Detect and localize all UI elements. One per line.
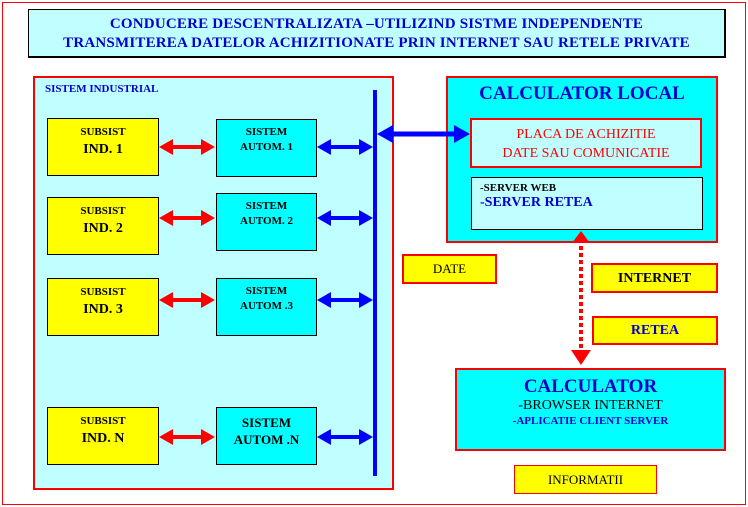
remote-computer-box: CALCULATOR -BROWSER INTERNET -APLICATIE … [455, 368, 726, 451]
subsystem-label: SUBSIST [80, 286, 126, 298]
browser-label: -BROWSER INTERNET [518, 398, 663, 413]
subsystem-block-3: SUBSIST IND. 3 [47, 278, 159, 336]
network-label: RETEA [592, 316, 718, 345]
automation-label: SISTEM [245, 200, 288, 212]
automation-block-3: SISTEM AUTOM .3 [216, 278, 317, 336]
automation-id: AUTOM .N [233, 432, 300, 447]
title-line-2: TRANSMITEREA DATELOR ACHIZITIONATE PRIN … [63, 35, 690, 51]
automation-id: AUTOM. 1 [240, 141, 293, 153]
subsystem-id: IND. 3 [83, 302, 123, 317]
server-network-label: -SERVER RETEA [480, 195, 593, 210]
automation-id: AUTOM .3 [240, 300, 293, 312]
information-label: INFORMATII [514, 465, 657, 494]
title-line-1: CONDUCERE DESCENTRALIZATA –UTILIZIND SIS… [109, 16, 644, 32]
subsystem-automation-arrow [159, 429, 215, 445]
remote-computer-title: CALCULATOR [523, 376, 658, 397]
automation-bus-arrow [317, 292, 373, 308]
local-computer-box: CALCULATOR LOCAL PLACA DE ACHIZITIE DATE… [446, 76, 718, 243]
automation-label: SISTEM [241, 415, 292, 430]
subsystem-id: IND. N [81, 431, 125, 446]
subsystem-automation-arrow [159, 292, 215, 308]
subsystem-label: SUBSIST [80, 126, 126, 138]
automation-id: AUTOM. 2 [240, 215, 293, 227]
acquisition-card-box: PLACA DE ACHIZITIE DATE SAU COMUNICATIE [470, 118, 702, 168]
diagram-title: CONDUCERE DESCENTRALIZATA –UTILIZIND SIS… [28, 9, 726, 58]
automation-bus-arrow [317, 210, 373, 226]
automation-label: SISTEM [245, 126, 288, 138]
server-web-label: -SERVER WEB [480, 182, 557, 194]
automation-block-n: SISTEM AUTOM .N [216, 407, 317, 465]
data-label: DATE [402, 254, 497, 284]
subsystem-id: IND. 2 [83, 221, 123, 236]
subsystem-automation-arrow [159, 210, 215, 226]
automation-label: SISTEM [245, 285, 288, 297]
server-box: -SERVER WEB -SERVER RETEA [471, 177, 703, 230]
automation-block-2: SISTEM AUTOM. 2 [216, 193, 317, 251]
acquisition-card-line-2: DATE SAU COMUNICATIE [502, 146, 670, 161]
bus-to-local-arrow [377, 125, 470, 143]
subsystem-label: SUBSIST [80, 205, 126, 217]
industrial-system-label: SISTEM INDUSTRIAL [45, 83, 159, 95]
automation-bus-arrow [317, 139, 373, 155]
automation-block-1: SISTEM AUTOM. 1 [216, 119, 317, 177]
client-server-app-label: -APLICATIE CLIENT SERVER [512, 415, 669, 427]
automation-bus-arrow [317, 429, 373, 445]
subsystem-block-n: SUBSIST IND. N [47, 407, 159, 465]
subsystem-label: SUBSIST [80, 415, 126, 427]
local-computer-title: CALCULATOR LOCAL [479, 83, 685, 104]
subsystem-block-1: SUBSIST IND. 1 [47, 118, 159, 176]
internet-link-arrow [571, 231, 591, 365]
subsystem-block-2: SUBSIST IND. 2 [47, 197, 159, 255]
internet-label: INTERNET [591, 263, 718, 293]
subsystem-id: IND. 1 [83, 142, 123, 157]
subsystem-automation-arrow [159, 139, 215, 155]
acquisition-card-line-1: PLACA DE ACHIZITIE [516, 127, 656, 142]
